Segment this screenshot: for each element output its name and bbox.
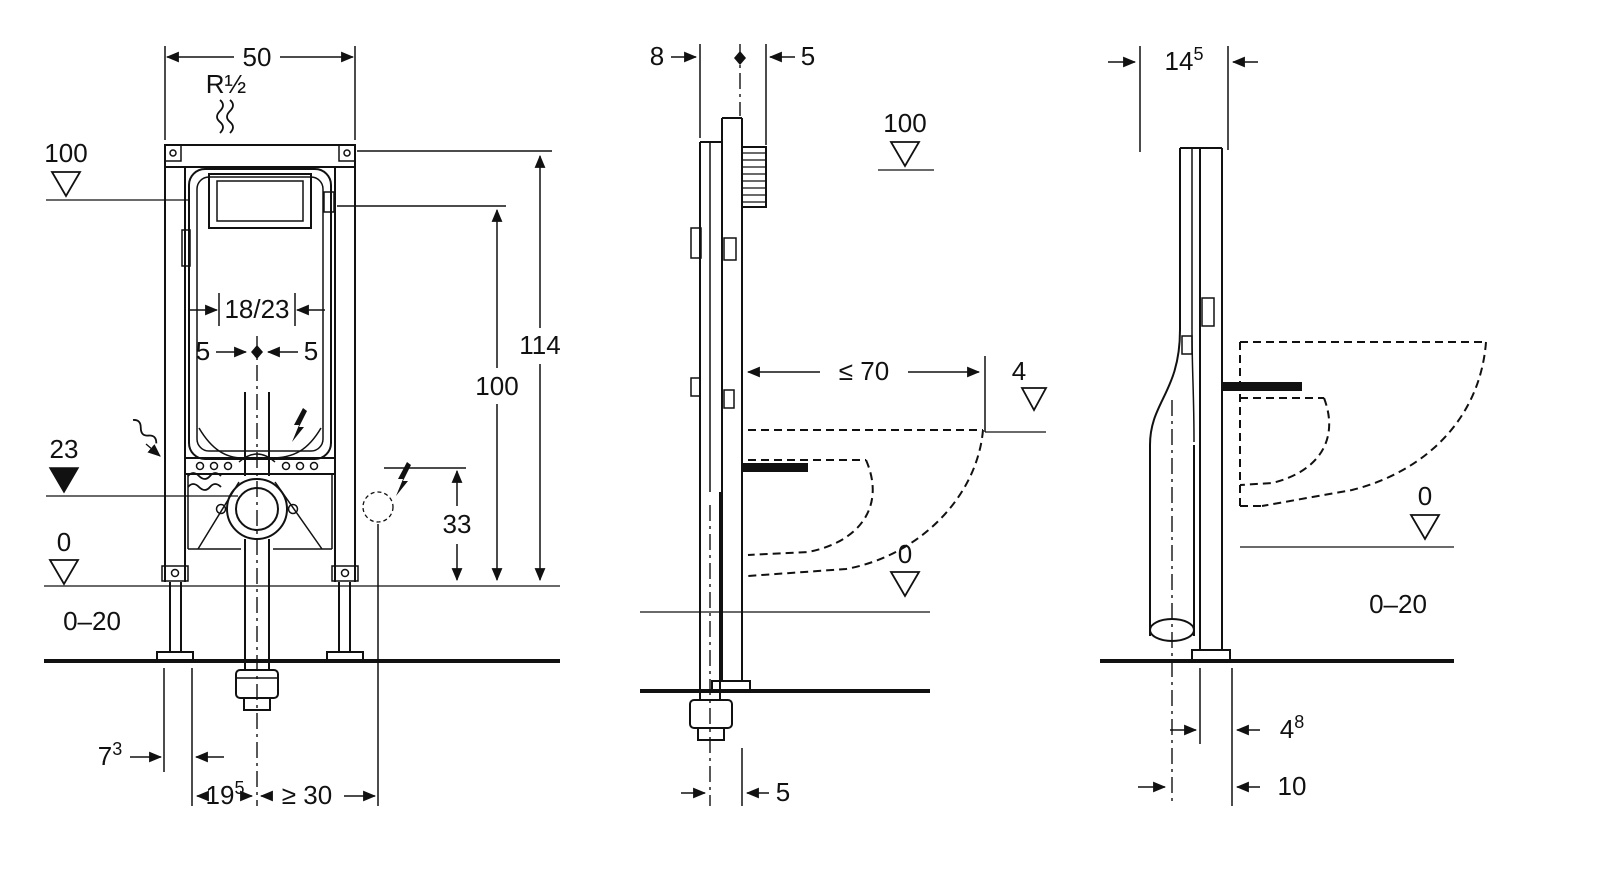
water-wave-icon [226, 99, 234, 134]
dim-label-10: 10 [1278, 771, 1307, 801]
dimension-19-5: 195 [195, 778, 254, 810]
dimension-10: 10 [1138, 771, 1306, 801]
datum-triangle-open-icon [48, 559, 80, 586]
toilet-bowl-outline-pipe-view [1239, 341, 1487, 507]
level-label-100: 100 [44, 138, 87, 168]
dim-label-min-30: ≥ 30 [282, 780, 332, 810]
dim-label-5-right: 5 [304, 336, 318, 366]
water-wave-icon [129, 416, 160, 447]
level-label-0: 0 [898, 539, 912, 569]
dim-label-5-top: 5 [801, 41, 815, 71]
datum-triangle-open-icon [50, 171, 82, 198]
dim-label-8: 8 [650, 41, 664, 71]
dim-label-max-70: ≤ 70 [839, 356, 889, 386]
datum-triangle-open-icon [889, 571, 921, 598]
datum-triangle-open-icon [1020, 387, 1048, 412]
dim-label-100: 100 [475, 371, 518, 401]
mounting-bar [1222, 382, 1302, 391]
datum-level-23: 23 [46, 434, 238, 497]
dimension-height-114: 114 [357, 150, 561, 582]
dim-label-114: 114 [519, 330, 560, 360]
dim-label-14-5: 145 [1165, 44, 1204, 76]
toilet-bowl-outline-side [747, 429, 984, 577]
flush-plate [741, 146, 767, 208]
dimension-5-5-offset: 5 5 [196, 336, 318, 366]
level-label-23: 23 [50, 434, 79, 464]
water-wave-icon [216, 99, 224, 134]
side-view-pipe: 145 0 [1100, 44, 1487, 806]
dim-label-33: 33 [443, 509, 472, 539]
lightning-icon [292, 408, 307, 442]
dimension-33: 33 [384, 467, 472, 582]
front-view: 50 R½ 100 114 100 18/23 [44, 42, 561, 810]
datum-level-0-side: 0 [889, 539, 921, 598]
dimension-5-top: 5 [734, 41, 815, 145]
dim-label-5-bottom: 5 [776, 777, 790, 807]
dimension-width-50: 50 [164, 42, 356, 140]
datum-level-0-front: 0 [48, 527, 80, 586]
dimension-max-70: ≤ 70 [746, 356, 986, 432]
lightning-icon [396, 462, 411, 496]
dimension-18-23: 18/23 [189, 293, 325, 326]
datum-triangle-open-icon [889, 141, 921, 168]
level-label-0: 0 [1418, 481, 1432, 511]
pipe-frame-structure [1149, 147, 1302, 806]
datum-triangle-filled-icon [48, 467, 80, 494]
datum-level-100-side: 100 [878, 108, 934, 171]
level-label-100: 100 [883, 108, 926, 138]
floor-range-label: 0–20 [63, 606, 121, 636]
pipe-coupling [689, 699, 733, 729]
datum-level-4-edge: 4 [985, 356, 1048, 433]
side-view: 8 5 100 ≤ 70 4 0 [640, 41, 1048, 807]
dim-label-7-3: 73 [98, 739, 122, 771]
dim-label-4-8: 48 [1280, 712, 1304, 744]
dimension-8: 8 [650, 41, 701, 138]
water-supply-label: R½ [206, 69, 246, 99]
dimension-5-bottom: 5 [681, 505, 790, 807]
dimension-4-8: 48 [1170, 668, 1304, 806]
dim-label-5-left: 5 [196, 336, 210, 366]
side-frame-structure [689, 117, 808, 741]
center-diamond-icon [734, 51, 746, 65]
dim-label-50: 50 [243, 42, 272, 72]
front-icons [129, 99, 411, 523]
datum-level-100-front: 100 [44, 138, 188, 201]
water-wave-icon [187, 483, 222, 491]
dim-label-18-23: 18/23 [224, 294, 289, 324]
level-label-0: 0 [57, 527, 71, 557]
mounting-bar [742, 463, 808, 472]
foot-plate [711, 680, 751, 691]
dimension-14-5: 145 [1108, 44, 1258, 152]
dim-label-4: 4 [1012, 356, 1026, 386]
service-window [208, 173, 312, 229]
floor-range-label: 0–20 [1369, 589, 1427, 619]
dimension-7-3: 73 [98, 668, 224, 806]
foot-plate [1191, 649, 1231, 661]
dim-label-19-5: 195 [206, 778, 245, 810]
dimension-height-100: 100 [337, 205, 519, 582]
datum-triangle-open-icon [1409, 514, 1441, 541]
front-frame-structure [156, 144, 364, 806]
mains-connection-icon [362, 491, 394, 523]
center-diamond-icon [251, 345, 263, 359]
dimension-min-30: ≥ 30 [259, 524, 379, 810]
datum-level-0-pipe-view: 0 [1409, 481, 1441, 541]
